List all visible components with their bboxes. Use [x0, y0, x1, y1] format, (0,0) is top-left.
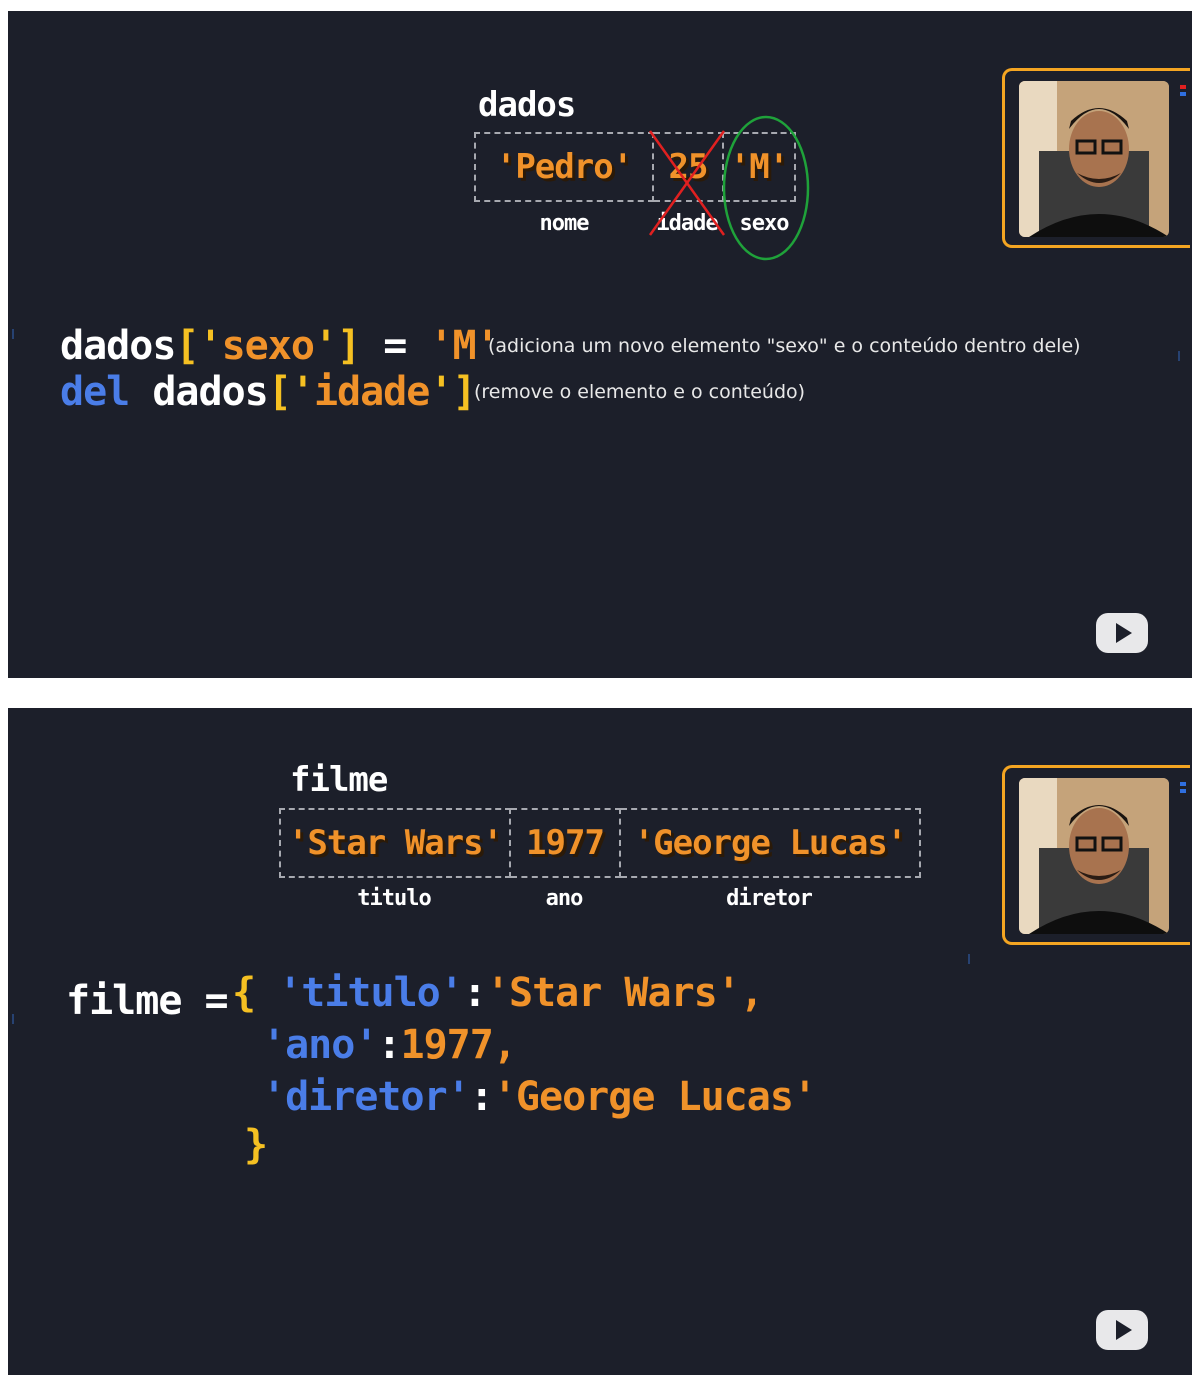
annotation-overlay [648, 115, 810, 261]
code-colon: : [377, 1022, 401, 1068]
webcam-image [1019, 778, 1169, 934]
play-icon[interactable] [1096, 613, 1148, 653]
presenter-silhouette [1019, 81, 1169, 237]
key-label-ano: ano [545, 886, 584, 911]
webcam-frame [1002, 765, 1190, 945]
code-line-2: 'ano':1977, [262, 1022, 517, 1068]
dict-cells: 'Star Wars' 1977 'George Lucas' [279, 808, 921, 878]
code-key: 'diretor' [262, 1074, 471, 1120]
highlight-circle [722, 115, 810, 261]
code-value: 'Star Wars', [485, 970, 764, 1016]
code-colon: : [462, 970, 487, 1016]
cell-titulo: 'Star Wars' [279, 808, 511, 878]
code-equals: = [383, 323, 407, 369]
code-brace-open: { [232, 970, 256, 1016]
code-colon: : [469, 1074, 494, 1120]
cross-line [648, 130, 726, 236]
note-add: (adiciona um novo elemento "sexo" e o co… [488, 335, 1081, 357]
webcam-frame [1002, 68, 1190, 248]
code-bracket: [' [175, 323, 222, 369]
code-line-add: dados['sexo'] = 'M' [60, 323, 500, 369]
code-bracket: [' [267, 369, 315, 415]
key-label-titulo: titulo [357, 886, 431, 911]
code-value: 'George Lucas' [492, 1074, 817, 1120]
code-key: idade [313, 369, 430, 415]
slide-dict-create: filme 'Star Wars' 1977 'George Lucas' ti… [8, 708, 1192, 1375]
note-del: (remove o elemento e o conteúdo) [474, 381, 806, 403]
webcam-image [1019, 81, 1169, 237]
cell-ano: 1977 [511, 808, 621, 878]
code-brace-close: } [244, 1122, 268, 1168]
code-var: dados [152, 369, 268, 415]
code-line-1: { 'titulo':'Star Wars', [232, 970, 764, 1016]
cell-diretor: 'George Lucas' [621, 808, 921, 878]
code-assign: filme = [66, 978, 229, 1024]
decor-mark [12, 329, 14, 339]
code-line-3: 'diretor':'George Lucas' [262, 1074, 817, 1120]
code-bracket: '] [313, 323, 361, 369]
code-key: 'ano' [262, 1022, 378, 1068]
code-var: dados [60, 323, 176, 369]
presenter-silhouette [1019, 778, 1169, 934]
code-key: 'titulo' [278, 970, 464, 1016]
dict-name: filme [290, 760, 388, 800]
dict-name: dados [478, 85, 576, 125]
key-label-nome: nome [539, 211, 590, 236]
cell-sexo: 'M' [724, 132, 796, 202]
decor-mark [1178, 351, 1180, 361]
code-bracket: '] [429, 369, 476, 415]
key-label-diretor: diretor [726, 886, 813, 911]
code-value: 1977, [400, 1022, 517, 1068]
key-label-sexo: sexo [739, 211, 790, 236]
webcam-indicator [1180, 85, 1186, 99]
decor-mark [12, 1014, 14, 1024]
code-keyword: del [60, 369, 130, 415]
play-icon[interactable] [1096, 1310, 1148, 1350]
decor-mark [968, 954, 970, 964]
code-value: 'M' [429, 323, 499, 369]
slide-dict-edit: dados 'Pedro' 25 'M' nome idade sexo dad… [8, 11, 1192, 678]
code-line-del: del dados['idade'] [60, 369, 477, 415]
cell-nome: 'Pedro' [474, 132, 654, 202]
dict-cells: 'Pedro' 25 'M' [474, 132, 796, 202]
webcam-indicator [1180, 782, 1186, 796]
key-label-idade: idade [656, 211, 718, 236]
code-key: sexo [221, 323, 315, 369]
